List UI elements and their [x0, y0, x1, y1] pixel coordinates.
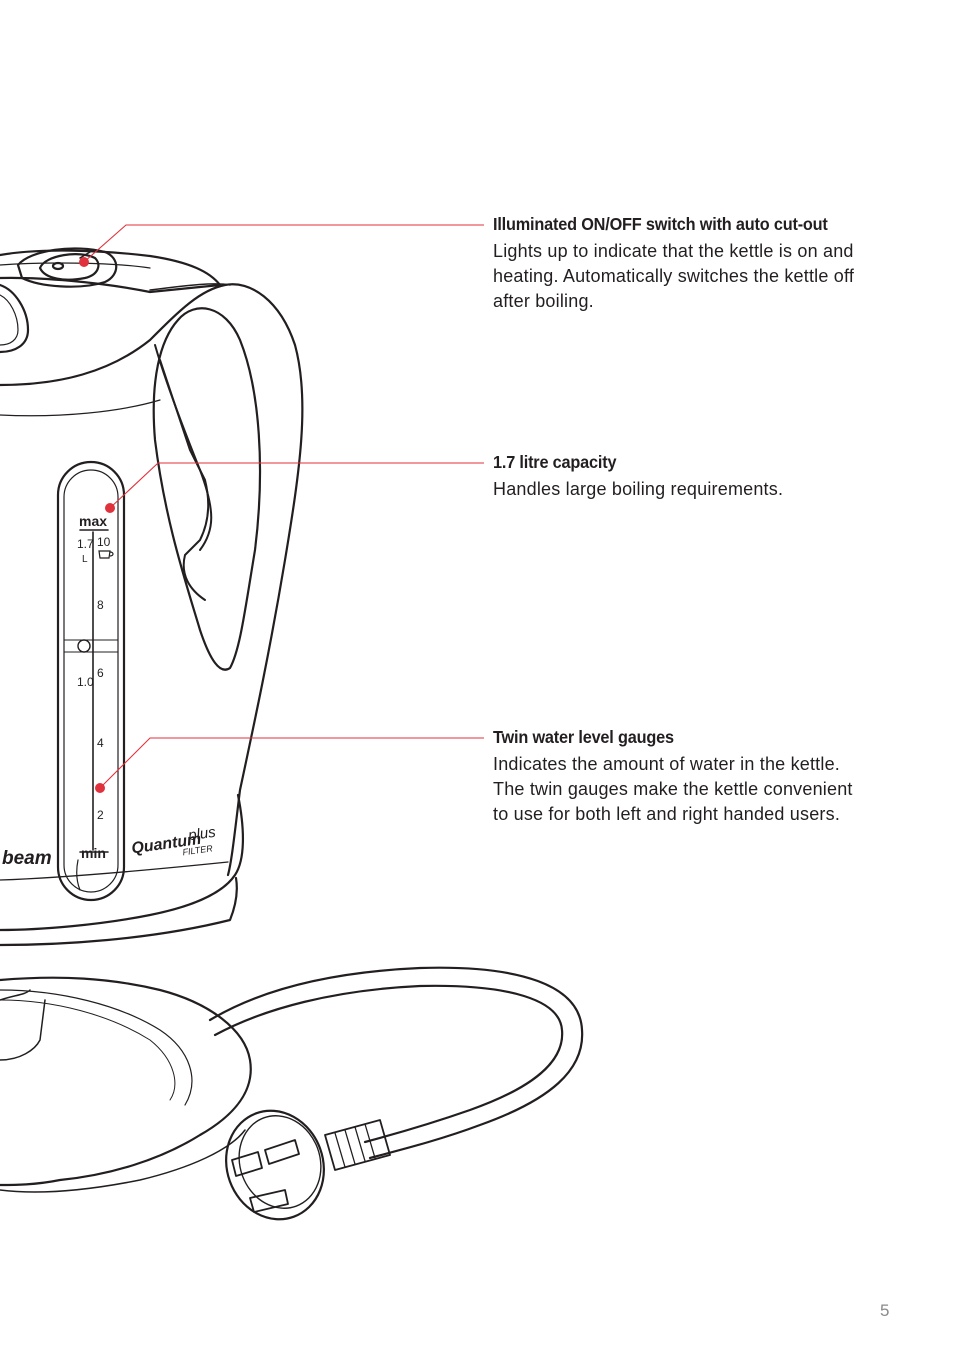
gauge-max-label: max — [79, 513, 107, 529]
gauge-cups-10: 10 — [97, 535, 111, 549]
brand-name: beam — [2, 848, 52, 869]
power-cord — [208, 966, 584, 1160]
callout-capacity: 1.7 litre capacity Handles large boiling… — [493, 452, 873, 502]
callout-switch: Illuminated ON/OFF switch with auto cut-… — [493, 214, 873, 314]
callout-title: Illuminated ON/OFF switch with auto cut-… — [493, 214, 828, 234]
cup-icon — [98, 550, 114, 559]
kettle-handle — [152, 307, 262, 671]
svg-text:plus: plus — [186, 824, 217, 845]
water-gauge-window — [56, 460, 126, 902]
gauge-cups-6: 6 — [97, 666, 104, 680]
callout-title: Twin water level gauges — [493, 727, 674, 747]
gauge-litre-unit: L — [82, 554, 88, 565]
callout-gauges: Twin water level gauges Indicates the am… — [493, 727, 873, 827]
callout-dot-gauges — [95, 783, 105, 793]
gauge-litre-mid: 1.0 — [77, 675, 94, 689]
gauge-cups-4: 4 — [97, 736, 104, 750]
callout-title: 1.7 litre capacity — [493, 452, 617, 472]
kettle-body — [0, 283, 304, 877]
callout-body: Handles large boiling requirements. — [493, 479, 784, 499]
callout-body: Lights up to indicate that the kettle is… — [493, 241, 855, 311]
gauge-min-label: min — [81, 845, 106, 861]
gauge-cups-8: 8 — [97, 598, 104, 612]
svg-text:FILTER: FILTER — [182, 843, 214, 857]
switch-housing — [16, 247, 118, 288]
page-number: 5 — [880, 1301, 890, 1320]
gauge-litre-top: 1.7 — [77, 537, 94, 551]
callout-line-capacity — [109, 462, 484, 509]
power-plug — [225, 1109, 325, 1221]
gauge-cups-2: 2 — [97, 808, 104, 822]
callout-dot-capacity — [105, 503, 115, 513]
callout-body: Indicates the amount of water in the ket… — [493, 754, 853, 824]
kettle-base — [0, 976, 252, 1187]
callout-dot-switch — [79, 257, 89, 267]
callout-line-gauges — [99, 737, 484, 789]
model-logo: Quantum plus FILTER — [130, 824, 217, 858]
callout-line-switch — [83, 224, 484, 263]
